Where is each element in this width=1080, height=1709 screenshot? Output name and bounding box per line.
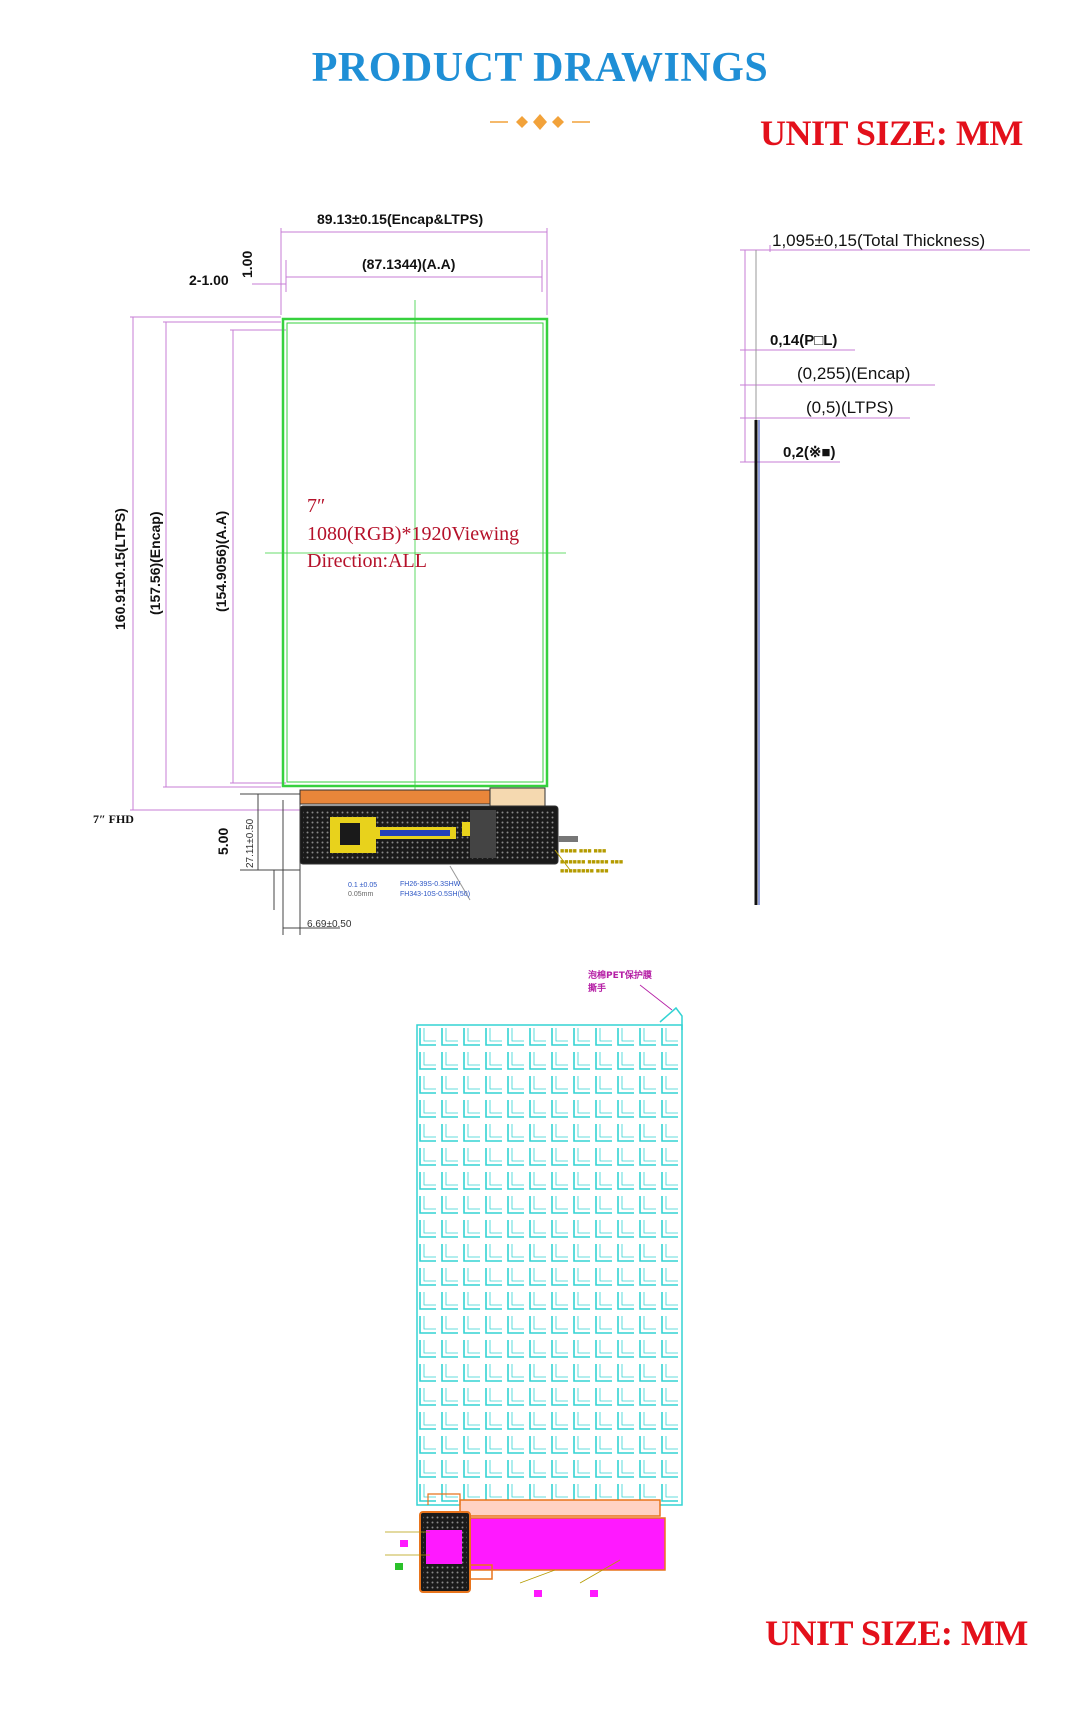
callout-4: FH343-10S-0.5SH(50) <box>400 891 470 898</box>
bottom-layer-thickness-dimension: 0,2(※■) <box>783 444 835 461</box>
left-offset-dimension: 2-1.00 <box>189 272 229 288</box>
callout-3: FH26-39S-0.3SHW <box>400 881 461 888</box>
height-ltps-dimension: 160.91±0.15(LTPS) <box>112 508 128 630</box>
svg-text:■■■■ ■■■ ■■■: ■■■■ ■■■ ■■■ <box>560 848 606 855</box>
fpc-width-dimension: 6.69±0.50 <box>307 919 352 930</box>
svg-text:■■■■■■ ■■■■■ ■■■: ■■■■■■ ■■■■■ ■■■ <box>560 859 623 866</box>
encap-thickness-dimension: (0,255)(Encap) <box>797 364 910 383</box>
total-thickness-dimension: 1,095±0,15(Total Thickness) <box>772 231 985 250</box>
width-outer-dimension: 89.13±0.15(Encap&LTPS) <box>317 211 483 227</box>
svg-text:■■■■■■■■ ■■■: ■■■■■■■■ ■■■ <box>560 868 608 875</box>
fpc-height-dimension: 5.00 <box>215 828 231 855</box>
resolution-label: 1080(RGB)*1920Viewing <box>307 523 519 545</box>
unit-size-label-top: UNIT SIZE: MM <box>760 113 1023 153</box>
page-title: PRODUCT DRAWINGS <box>311 45 769 91</box>
ltps-thickness-dimension: (0,5)(LTPS) <box>806 398 894 417</box>
pol-thickness-dimension: 0,14(P□L) <box>770 332 837 349</box>
callout-2: 0.05mm <box>348 891 373 898</box>
film-label-1: 泡棉PET保护膜 <box>588 969 653 981</box>
viewing-direction-label: Direction:ALL <box>307 550 427 572</box>
callout-1: 0.1 ±0.05 <box>348 882 377 889</box>
title-ornament <box>490 114 590 130</box>
height-aa-dimension: (154.9056)(A.A) <box>213 511 229 612</box>
height-encap-dimension: (157.56)(Encap) <box>147 512 163 615</box>
film-label-2: 撕手 <box>588 982 606 994</box>
top-offset-dimension: 1.00 <box>239 251 255 278</box>
model-label: 7″ FHD <box>93 812 134 826</box>
unit-size-label-bottom: UNIT SIZE: MM <box>765 1613 1028 1653</box>
fpc-length-dimension: 27.11±0.50 <box>245 818 256 868</box>
width-aa-dimension: (87.1344)(A.A) <box>362 256 455 272</box>
panel-size-label: 7″ <box>307 495 325 517</box>
